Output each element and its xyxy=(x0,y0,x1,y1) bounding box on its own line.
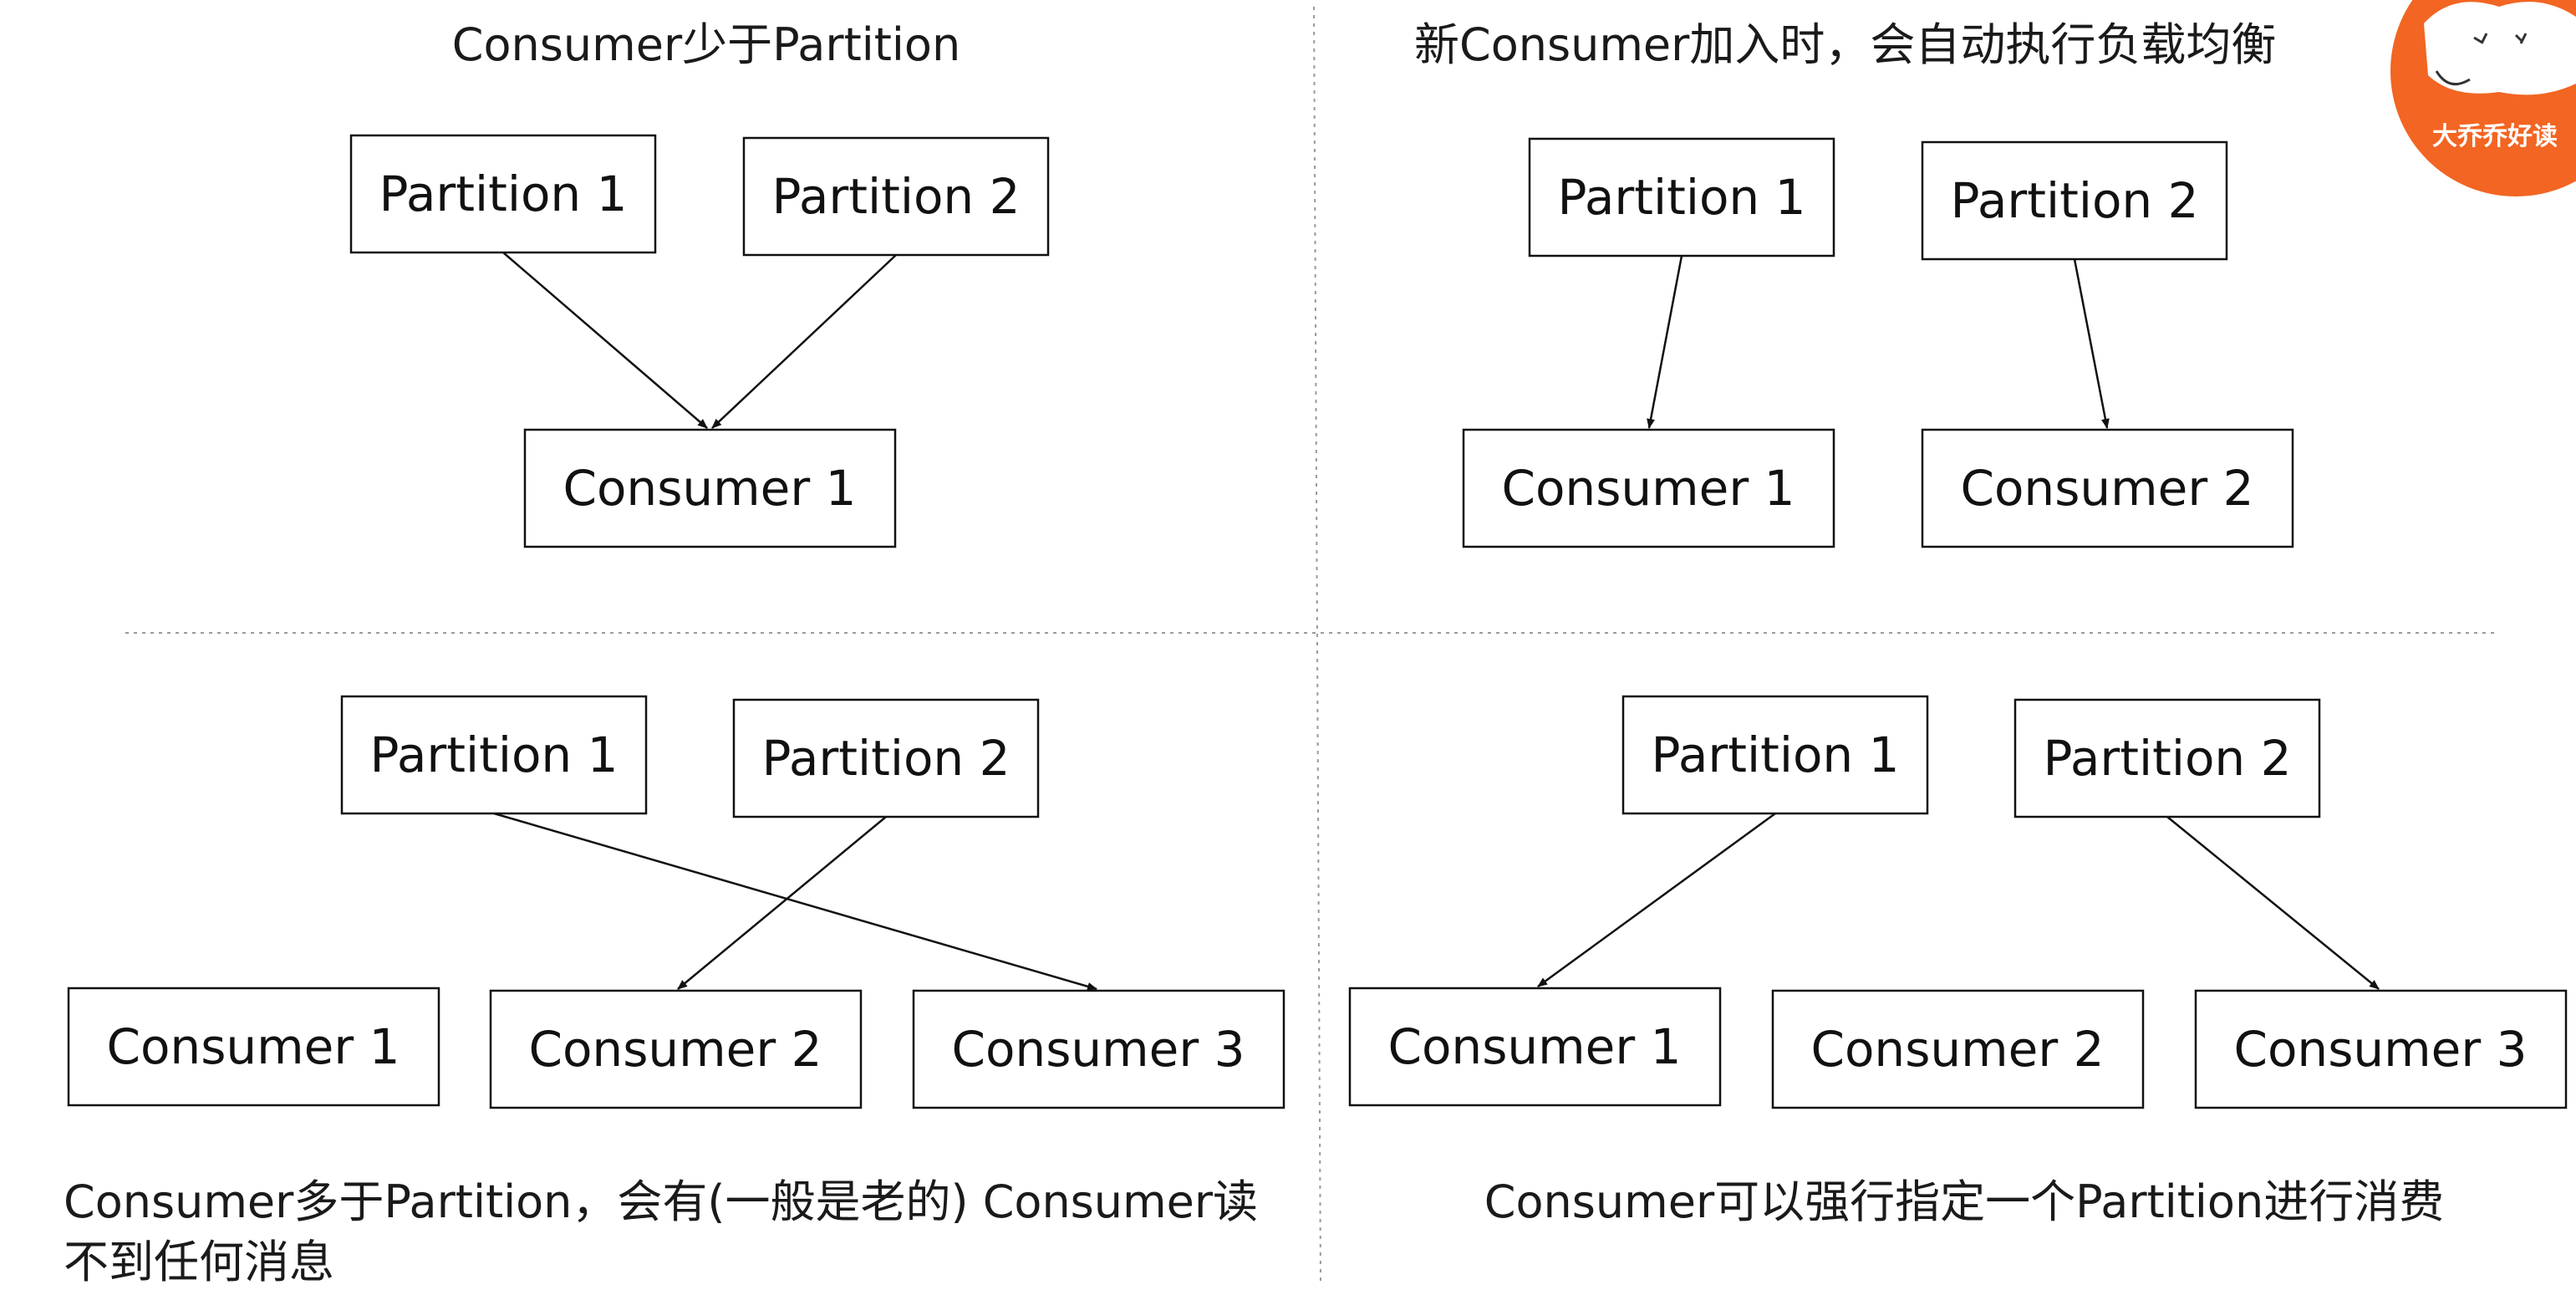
arrow-p2-to-c1 xyxy=(711,254,897,429)
consumer-1-label: Consumer 1 xyxy=(1501,460,1795,517)
arrow-p2-to-c2 xyxy=(677,816,887,990)
partition-1-label: Partition 1 xyxy=(1557,169,1805,226)
caption-top-right: 新Consumer加入时，会自动执行负载均衡 xyxy=(1414,18,2276,71)
quadrant-top-right: 新Consumer加入时，会自动执行负载均衡 Partition 1 Parti… xyxy=(1414,18,2294,548)
partition-1-label: Partition 1 xyxy=(379,166,627,222)
partition-2-box: Partition 2 xyxy=(732,698,1040,818)
caption-top-left: Consumer少于Partition xyxy=(452,18,960,71)
consumer-1-label: Consumer 1 xyxy=(563,460,856,517)
consumer-2-box: Consumer 2 xyxy=(1921,428,2294,548)
arrow-p1-to-c1 xyxy=(1537,812,1776,988)
consumer-3-box: Consumer 3 xyxy=(2194,989,2568,1109)
partition-2-label: Partition 2 xyxy=(1950,172,2198,229)
quadrant-bottom-left: Partition 1 Partition 2 Consumer 1 Consu… xyxy=(64,695,1285,1288)
consumer-2-label: Consumer 2 xyxy=(1810,1021,2104,1078)
channel-logo: 大乔乔好读 xyxy=(2390,0,2576,196)
partition-1-label: Partition 1 xyxy=(369,727,618,783)
partition-2-label: Partition 2 xyxy=(761,730,1010,787)
consumer-3-label: Consumer 3 xyxy=(2233,1021,2527,1078)
partition-2-box: Partition 2 xyxy=(1921,140,2228,261)
consumer-1-box: Consumer 1 xyxy=(1348,987,1722,1107)
consumer-3-label: Consumer 3 xyxy=(951,1021,1245,1078)
caption-bottom-left-line2: 不到任何消息 xyxy=(64,1236,334,1288)
caption-bottom-left-line1: Consumer多于Partition，会有(一般是老的) Consumer读 xyxy=(64,1175,1258,1228)
quadrant-bottom-right: Partition 1 Partition 2 Consumer 1 Consu… xyxy=(1348,695,2568,1228)
partition-1-box: Partition 1 xyxy=(340,695,648,815)
partition-1-box: Partition 1 xyxy=(1621,695,1929,815)
consumer-1-label: Consumer 1 xyxy=(106,1018,400,1075)
consumer-2-label: Consumer 2 xyxy=(1960,460,2253,517)
partition-1-box: Partition 1 xyxy=(349,134,657,254)
consumer-2-box: Consumer 2 xyxy=(489,989,863,1109)
partition-2-label: Partition 2 xyxy=(2043,730,2291,787)
consumer-1-box: Consumer 1 xyxy=(1462,428,1835,548)
arrow-p1-to-c1 xyxy=(502,252,708,429)
partition-2-label: Partition 2 xyxy=(771,168,1020,225)
logo-text: 大乔乔好读 xyxy=(2432,122,2558,151)
consumer-2-label: Consumer 2 xyxy=(528,1021,822,1078)
partition-1-box: Partition 1 xyxy=(1528,137,1835,257)
arrow-p2-to-c3 xyxy=(2166,816,2380,990)
partition-2-box: Partition 2 xyxy=(2013,698,2321,818)
consumer-1-box: Consumer 1 xyxy=(523,428,897,548)
quadrant-top-left: Consumer少于Partition Partition 1 Partitio… xyxy=(349,18,1050,548)
arrow-p1-to-c3 xyxy=(493,812,1097,991)
caption-bottom-right: Consumer可以强行指定一个Partition进行消费 xyxy=(1484,1175,2444,1228)
partition-1-label: Partition 1 xyxy=(1651,727,1899,783)
consumer-1-label: Consumer 1 xyxy=(1387,1018,1681,1075)
arrow-p2-to-c2 xyxy=(2073,258,2110,429)
arrow-p1-to-c1 xyxy=(1647,255,1683,429)
cat-icon xyxy=(2424,2,2576,95)
vertical-divider xyxy=(1313,6,1321,1284)
consumer-3-box: Consumer 3 xyxy=(912,989,1285,1109)
consumer-2-box: Consumer 2 xyxy=(1771,989,2145,1109)
partition-2-box: Partition 2 xyxy=(742,136,1050,257)
consumer-1-box: Consumer 1 xyxy=(67,987,440,1107)
